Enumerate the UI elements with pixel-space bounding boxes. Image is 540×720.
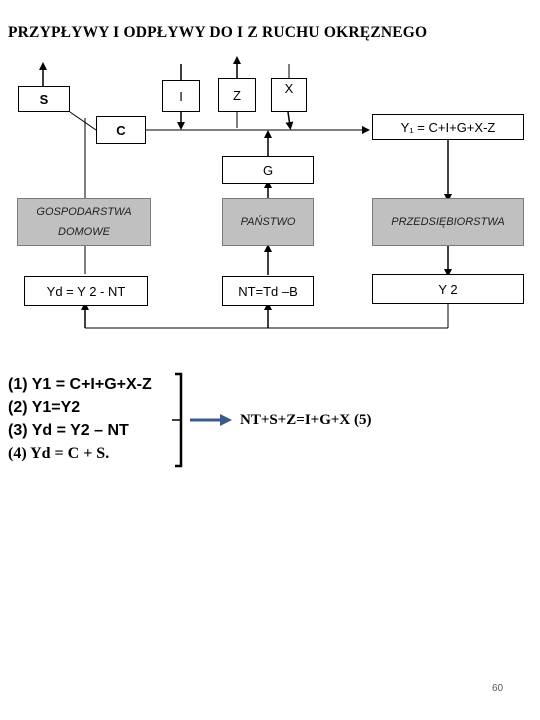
- equation-2: (2) Y1=Y2: [8, 399, 81, 416]
- page-title: PRZYPŁYWY I ODPŁYWY DO I Z RUCHU OKRĘZNE…: [8, 24, 428, 41]
- result-equation: NT+S+Z=I+G+X (5): [240, 412, 372, 428]
- consumption-box: C: [96, 116, 146, 144]
- imports-box: Z: [218, 78, 256, 112]
- equation-1: (1) Y1 = C+I+G+X-Z: [8, 376, 152, 393]
- firms-box: PRZEDSIĘBIORSTWA: [372, 198, 524, 246]
- households-box: GOSPODARSTWA DOMOWE: [17, 198, 151, 246]
- investment-box: I: [162, 80, 200, 112]
- state-box: PAŃSTWO: [222, 198, 314, 246]
- s-to-c-line: [69, 111, 97, 131]
- government-spending-box: G: [222, 156, 314, 184]
- savings-box: S: [18, 86, 70, 112]
- exports-box: X: [271, 78, 307, 112]
- page-number: 60: [492, 683, 504, 694]
- result-arrow-head: [220, 414, 232, 426]
- equation-3: (3) Yd = Y2 – NT: [8, 422, 129, 439]
- x-inflow-arrow: [285, 111, 294, 130]
- y1-box: Y₁ = C+I+G+X-Z: [372, 114, 524, 140]
- net-taxes-box: NT=Td –B: [222, 276, 314, 306]
- disposable-income-box: Yd = Y 2 - NT: [24, 276, 148, 306]
- y2-box: Y 2: [372, 274, 524, 304]
- equation-4: (4) Yd = C + S.: [8, 445, 110, 462]
